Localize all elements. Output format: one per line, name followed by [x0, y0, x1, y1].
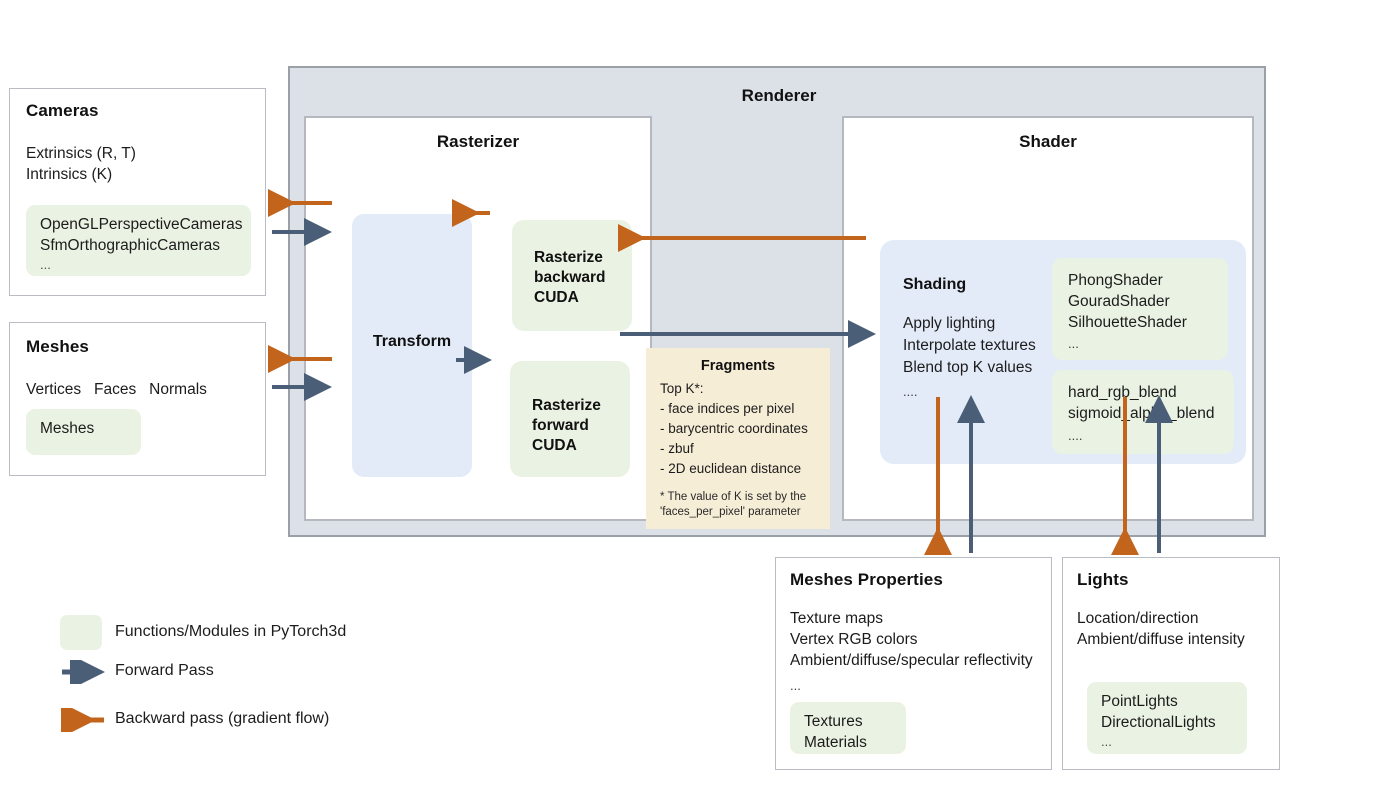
rasterizer-panel: Rasterizer Transform Rasterize backward …: [304, 116, 652, 521]
cameras-modules-block: OpenGLPerspectiveCameras SfmOrthographic…: [26, 205, 251, 276]
lights-panel: Lights Location/direction Ambient/diffus…: [1062, 557, 1280, 770]
lights-modules-list: PointLights DirectionalLights: [1101, 693, 1216, 731]
meshes-properties-title: Meshes Properties: [790, 570, 943, 589]
meshes-modules-block: Meshes: [26, 409, 141, 455]
meshes-title: Meshes: [26, 337, 89, 356]
meshes-properties-panel: Meshes Properties Texture maps Vertex RG…: [775, 557, 1052, 770]
rasterize-backward-label: Rasterize backward CUDA: [534, 249, 606, 306]
legend: Functions/Modules in PyTorch3d Forward P…: [30, 600, 430, 740]
shading-lines: Apply lighting Interpolate textures Blen…: [903, 315, 1036, 376]
cameras-lines: Extrinsics (R, T) Intrinsics (K): [26, 145, 136, 183]
shader-modules-list: PhongShader GouradShader SilhouetteShade…: [1068, 272, 1187, 331]
lights-modules-dots: ...: [1101, 734, 1112, 749]
transform-block: Transform: [352, 214, 472, 477]
shading-title: Shading: [903, 276, 967, 293]
shader-panel: Shader Shading Apply lighting Interpolat…: [842, 116, 1254, 521]
fragments-title: Fragments: [700, 358, 776, 374]
lights-title: Lights: [1077, 570, 1129, 589]
legend-modules-label: Functions/Modules in PyTorch3d: [115, 623, 347, 640]
meshes-panel: Meshes Vertices Faces Normals Meshes: [9, 322, 266, 476]
rasterize-forward-label: Rasterize forward CUDA: [532, 397, 601, 454]
renderer-container: Renderer Rasterizer Transform Rasterize …: [288, 66, 1266, 537]
cameras-panel: Cameras Extrinsics (R, T) Intrinsics (K)…: [9, 88, 266, 296]
shading-block: Shading Apply lighting Interpolate textu…: [880, 240, 1246, 464]
module-swatch-icon: [60, 615, 102, 650]
meshes-properties-modules-block: Textures Materials: [790, 702, 906, 754]
shader-modules-block: PhongShader GouradShader SilhouetteShade…: [1052, 258, 1228, 360]
shading-dots: ....: [903, 384, 918, 399]
rasterize-forward-block: Rasterize forward CUDA: [510, 361, 630, 477]
blend-modules-list: hard_rgb_blend sigmoid_alpha_blend: [1068, 384, 1215, 422]
cameras-title: Cameras: [26, 101, 99, 120]
lights-lines: Location/direction Ambient/diffuse inten…: [1077, 610, 1245, 648]
transform-label: Transform: [372, 333, 452, 350]
backward-arrow-icon: [60, 708, 104, 732]
fragments-block: Fragments Top K*: - face indices per pix…: [646, 348, 830, 529]
meshes-properties-dots: ...: [790, 678, 801, 693]
meshes-properties-lines: Texture maps Vertex RGB colors Ambient/d…: [790, 610, 1033, 669]
shader-title: Shader: [1019, 132, 1077, 151]
cameras-modules-list: OpenGLPerspectiveCameras SfmOrthographic…: [40, 216, 243, 254]
fragments-note: * The value of K is set by the 'faces_pe…: [660, 491, 807, 518]
rasterizer-title: Rasterizer: [436, 132, 520, 151]
rasterize-backward-block: Rasterize backward CUDA: [512, 220, 632, 331]
renderer-title: Renderer: [741, 86, 817, 105]
fragments-lines: Top K*: - face indices per pixel - baryc…: [660, 381, 808, 476]
blend-modules-block: hard_rgb_blend sigmoid_alpha_blend ....: [1052, 370, 1234, 454]
cameras-modules-dots: ...: [40, 257, 51, 272]
meshes-properties-modules-list: Textures Materials: [804, 713, 867, 751]
forward-arrow-icon: [62, 660, 105, 684]
lights-modules-block: PointLights DirectionalLights ...: [1087, 682, 1247, 754]
meshes-modules-list: Meshes: [40, 420, 95, 437]
blend-modules-dots: ....: [1068, 428, 1083, 443]
meshes-lines: Vertices Faces Normals: [26, 381, 207, 398]
legend-forward-label: Forward Pass: [115, 662, 214, 679]
legend-backward-label: Backward pass (gradient flow): [115, 710, 330, 727]
shader-modules-dots: ...: [1068, 336, 1079, 351]
